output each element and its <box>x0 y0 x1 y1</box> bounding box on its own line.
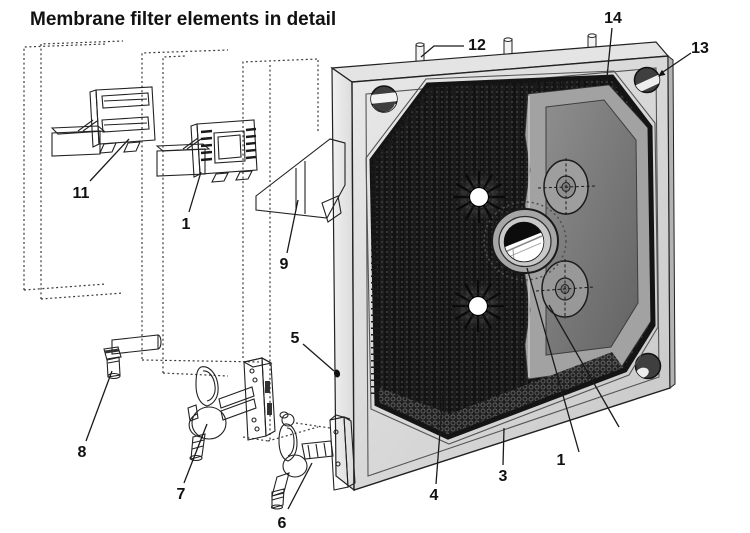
exploded-view-dashed-boxes <box>23 40 319 442</box>
membrane-rosette-upper <box>451 169 507 225</box>
callout-5: 5 <box>291 330 335 372</box>
callout-14: 14 <box>604 10 622 78</box>
gasket-groove-line <box>365 70 659 445</box>
part-11 <box>50 86 156 157</box>
callout-9: 9 <box>280 199 299 273</box>
filtrate-drain-band <box>377 352 625 437</box>
part-1-detail <box>155 119 258 183</box>
center-feed-port <box>483 201 567 281</box>
dashed-box-middle <box>141 49 263 377</box>
callout-11-label: 11 <box>73 185 90 202</box>
filter-plate <box>330 33 676 492</box>
callout-9-label: 9 <box>280 256 289 273</box>
callout-13-label: 13 <box>691 40 709 57</box>
part-8 <box>103 334 162 380</box>
stay-boss-lower <box>535 259 595 319</box>
callout-12: 12 <box>420 37 486 58</box>
membrane-area <box>365 70 659 445</box>
callout-1-plate-label: 1 <box>557 452 566 469</box>
callout-1-detail: 1 <box>182 171 202 233</box>
plate-rim-line <box>365 67 660 477</box>
plate-right-edge <box>667 54 676 390</box>
part-6 <box>270 411 356 510</box>
callout-3: 3 <box>499 427 508 485</box>
callouts: 11 1 9 8 7 6 5 12 <box>73 10 709 532</box>
plate-side-face <box>331 66 355 492</box>
dashed-box-left <box>23 40 124 300</box>
callout-3-label: 3 <box>499 468 508 485</box>
callout-12-label: 12 <box>468 37 486 54</box>
side-vent-hole <box>333 369 341 378</box>
stay-boss-upper <box>537 158 597 216</box>
callout-6: 6 <box>278 462 313 532</box>
part-9 <box>255 138 346 223</box>
fitting-fins <box>200 127 257 162</box>
callout-8: 8 <box>78 370 113 461</box>
callout-5-label: 5 <box>291 330 300 347</box>
callout-4-label: 4 <box>430 487 439 504</box>
corner-hole-top-right <box>633 66 661 94</box>
callout-1-plate: 1 <box>526 267 620 469</box>
sealing-bead <box>369 74 656 440</box>
callout-6-label: 6 <box>278 515 287 532</box>
callout-11: 11 <box>73 138 130 202</box>
callout-14-label: 14 <box>604 10 622 27</box>
part-7 <box>187 357 276 462</box>
callout-7-label: 7 <box>177 486 186 503</box>
dashed-box-right <box>242 58 319 442</box>
callout-13: 13 <box>658 40 709 77</box>
callout-8-label: 8 <box>78 444 87 461</box>
callout-1-detail-label: 1 <box>182 216 191 233</box>
callout-7: 7 <box>177 423 208 503</box>
membrane-rosette-lower <box>450 278 506 334</box>
callout-4: 4 <box>430 391 444 504</box>
page-title: Membrane filter elements in detail <box>30 9 336 30</box>
